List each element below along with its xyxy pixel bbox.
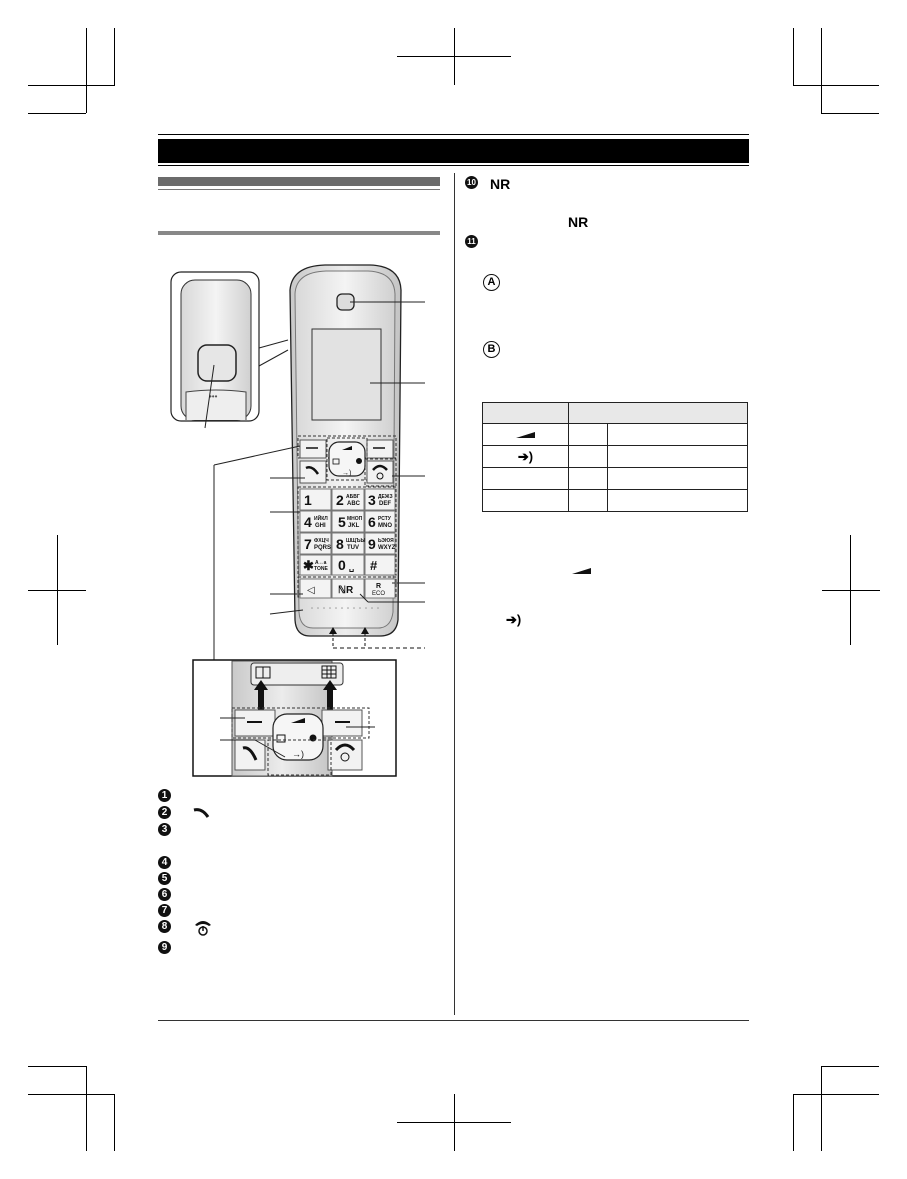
callout-1: 1: [158, 789, 171, 802]
section-heading-bar: [158, 177, 440, 186]
sub-a-marker: A: [483, 274, 500, 291]
svg-text:8: 8: [336, 536, 344, 552]
svg-text:◁: ◁: [307, 585, 315, 596]
off-power-icon: [195, 921, 211, 936]
svg-text:•••: •••: [209, 392, 218, 401]
table-cell: [607, 445, 748, 468]
table-cell: [482, 467, 569, 490]
navigator-key-table: ➔): [482, 402, 748, 512]
table-row: [482, 423, 748, 446]
callout-5: 5: [158, 872, 171, 885]
sub-b-marker: B: [483, 341, 500, 358]
svg-text:1: 1: [304, 492, 312, 508]
svg-text:TUV: TUV: [347, 545, 359, 551]
callout-11: 11: [465, 235, 478, 248]
svg-text:GHI: GHI: [315, 523, 326, 529]
callout-8: 8: [158, 920, 171, 933]
svg-text:2: 2: [336, 492, 344, 508]
callout-4: 4: [158, 856, 171, 869]
svg-text:JKL: JKL: [348, 523, 360, 529]
svg-text:MNO: MNO: [378, 523, 392, 529]
svg-text:5: 5: [338, 514, 346, 530]
svg-text:✱: ✱: [303, 558, 314, 573]
callout-6: 6: [158, 888, 171, 901]
table-cell: ➔): [482, 445, 569, 468]
callout-7: 7: [158, 904, 171, 917]
volume-up-icon: [515, 431, 535, 438]
svg-text:РСТУ: РСТУ: [378, 516, 392, 522]
redial-icon: ➔): [517, 448, 534, 464]
svg-text:7: 7: [304, 536, 312, 552]
svg-text:ℕR: ℕR: [338, 585, 354, 596]
table-header: [482, 402, 569, 424]
svg-text:ECO: ECO: [372, 591, 385, 597]
callout-10: 10: [465, 176, 478, 189]
noise-reduction-icon: NR: [490, 176, 511, 192]
svg-text:→): →): [342, 470, 351, 477]
table-cell: [568, 489, 608, 512]
table-cell: [607, 489, 748, 512]
header-bottom-rule: [158, 165, 749, 166]
table-cell: [568, 467, 608, 490]
svg-text:6: 6: [368, 514, 376, 530]
page-title: [158, 142, 164, 159]
svg-text:ИЙКЛ: ИЙКЛ: [314, 514, 328, 522]
header-top-rule: [158, 134, 749, 135]
svg-text:АБВГ: АБВГ: [346, 494, 360, 500]
section-rule: [158, 189, 440, 190]
svg-text:␣: ␣: [349, 563, 354, 572]
svg-text:ЬЭЮЯ: ЬЭЮЯ: [378, 538, 394, 544]
svg-text:A↔a: A↔a: [315, 560, 327, 566]
volume-up-icon: [572, 568, 591, 574]
svg-text:ДЕЖЗ: ДЕЖЗ: [378, 494, 393, 500]
callout-3: 3: [158, 823, 171, 836]
talk-icon: [193, 808, 210, 818]
svg-text:→): →): [292, 749, 304, 759]
svg-text:3: 3: [368, 492, 376, 508]
redial-icon: ➔): [506, 612, 522, 627]
svg-text:R: R: [376, 583, 381, 590]
table-cell: [482, 489, 569, 512]
svg-text:TONE: TONE: [314, 566, 328, 572]
column-divider: [454, 173, 455, 1015]
table-cell: [482, 423, 569, 446]
svg-text:PQRS: PQRS: [314, 545, 331, 551]
svg-text:ШЩЪЫ: ШЩЪЫ: [346, 538, 365, 544]
footer-rule: [158, 1020, 749, 1021]
subsection-heading-bar: [158, 231, 440, 235]
svg-text:МНОП: МНОП: [347, 516, 363, 522]
noise-reduction-icon-note: NR: [568, 214, 589, 230]
svg-text:9: 9: [368, 536, 376, 552]
table-row: [482, 489, 748, 512]
callout-9: 9: [158, 941, 171, 954]
svg-text:ФХЦЧ: ФХЦЧ: [314, 538, 329, 544]
callout-2: 2: [158, 806, 171, 819]
table-cell: [568, 445, 608, 468]
page-title-bar: [158, 139, 749, 163]
table-row: ➔): [482, 445, 748, 468]
svg-text:ABC: ABC: [347, 501, 361, 507]
table-cell: [568, 423, 608, 446]
svg-text:DEF: DEF: [379, 501, 391, 507]
svg-text:WXYZ: WXYZ: [378, 545, 396, 551]
svg-text:4: 4: [304, 514, 312, 530]
table-cell: [607, 467, 748, 490]
svg-text:0: 0: [338, 557, 346, 573]
table-cell: [607, 423, 748, 446]
table-row: [482, 467, 748, 490]
table-header: [568, 402, 748, 424]
svg-text:#: #: [370, 558, 378, 573]
